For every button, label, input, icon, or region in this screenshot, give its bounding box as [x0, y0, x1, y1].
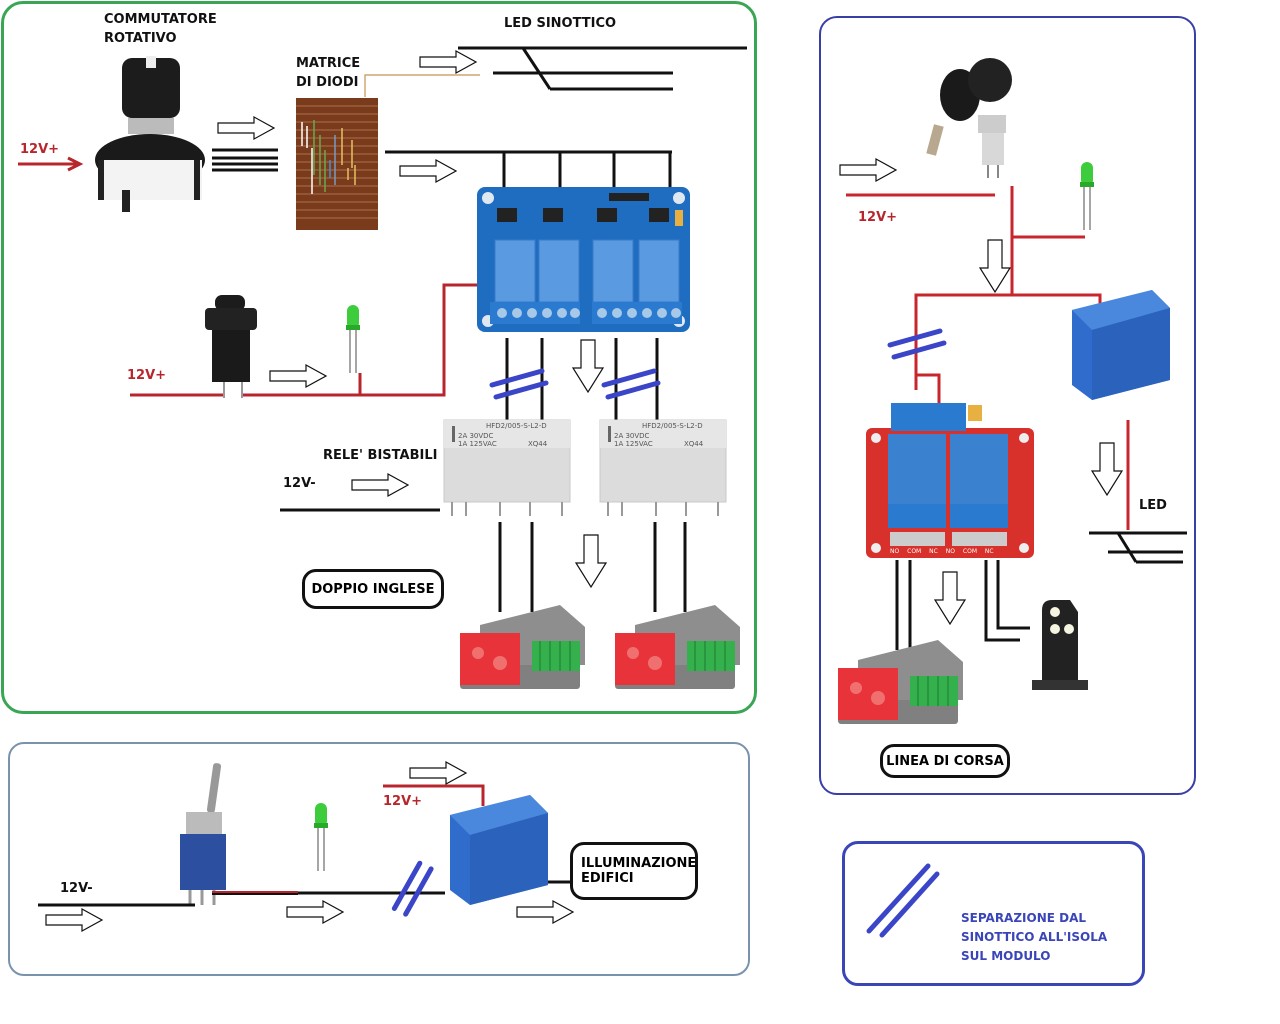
- signal-icon: [1032, 600, 1088, 690]
- diode-matrix-board: [296, 98, 378, 230]
- panel-doppio-inglese: [1, 1, 757, 714]
- led-green-icon: [313, 802, 329, 872]
- arrow-right-icon: [516, 900, 574, 924]
- separator-legend-icon: [866, 863, 940, 938]
- voltage-plus-label: 12V+: [383, 794, 423, 809]
- relay-module-2ch: [866, 403, 1034, 558]
- bistable-code: XQ44: [684, 440, 704, 448]
- panel-illuminazione: [8, 742, 750, 976]
- synoptic-track-icon: [458, 46, 747, 91]
- arrow-right-icon: [409, 761, 467, 785]
- bistable-rating-line2: 1A 125VAC: [614, 440, 653, 448]
- arrow-right-icon: [286, 900, 344, 924]
- arrow-right-icon: [351, 473, 409, 497]
- led-synoptic-label: LED SINOTTICO: [504, 16, 617, 31]
- arrow-down-icon: [934, 571, 966, 625]
- arrow-down-icon: [1091, 442, 1123, 496]
- bistable-code: XQ44: [528, 440, 548, 448]
- panel-legend: [842, 841, 1145, 986]
- arrow-right-icon: [419, 50, 477, 74]
- illuminazione-label-line2: EDIFICI: [581, 871, 634, 886]
- pushbutton-icon: [205, 295, 257, 398]
- bistable-rating-line2: 1A 125VAC: [458, 440, 497, 448]
- illuminazione-label: ILLUMINAZIONE EDIFICI: [570, 842, 698, 900]
- diode-matrix-label-line1: MATRICE: [296, 56, 361, 71]
- point-motor-1: [459, 604, 586, 690]
- relay-2ch-terminals: NO COM NC NO COM NC: [890, 548, 994, 555]
- arrow-right-icon: [269, 364, 327, 388]
- arrow-down-icon: [979, 239, 1011, 293]
- arrow-down-icon: [575, 534, 607, 588]
- bistable-rating-line1: 2A 30VDC: [458, 432, 494, 440]
- linea-di-corsa-label: LINEA DI CORSA: [880, 744, 1010, 778]
- illuminazione-label-line1: ILLUMINAZIONE: [581, 856, 697, 871]
- rotary-switch-label: COMMUTATORE ROTATIVO: [104, 10, 217, 48]
- bistable-marking: HFD2/005-S-L2-D: [642, 422, 703, 430]
- voltage-plus-label: 12V+: [858, 210, 898, 225]
- wire-12v-plus-srd: [383, 784, 485, 806]
- terminal-nc: NC: [984, 548, 994, 555]
- bus-wires: [212, 148, 278, 172]
- legend-text: SEPARAZIONE DAL SINOTTICO ALL'ISOLA SUL …: [961, 909, 1107, 966]
- separator-icon: [604, 371, 658, 397]
- legend-text-line2: SINOTTICO ALL'ISOLA: [961, 930, 1108, 944]
- voltage-minus-label: 12V-: [283, 476, 316, 491]
- voltage-plus-label: 12V+: [20, 142, 60, 157]
- relay-input-wires: [502, 152, 672, 190]
- separator-icon: [492, 371, 546, 397]
- diode-matrix-label-line2: DI DIODI: [296, 75, 359, 90]
- separator-icon: [384, 860, 441, 917]
- arrow-red-icon: [67, 156, 84, 172]
- point-motor-2: [614, 604, 741, 690]
- bistable-rating-line1: 2A 30VDC: [614, 432, 650, 440]
- panel-linea-di-corsa: [819, 16, 1196, 795]
- led-green-icon: [1079, 161, 1095, 231]
- relay-output-wires: [505, 338, 659, 420]
- toggle-switch-icon: [180, 763, 226, 905]
- arrow-right-icon: [839, 158, 897, 182]
- doppio-inglese-label: DOPPIO INGLESE: [302, 569, 444, 609]
- wire-button-to-relays: [243, 283, 477, 397]
- rotary-switch-icon: [95, 56, 205, 212]
- point-motor-3: [837, 639, 964, 725]
- key-switch-icon: [926, 58, 1012, 178]
- terminal-com: COM: [907, 548, 922, 555]
- terminal-no: NO: [890, 548, 900, 555]
- voltage-plus-label: 12V+: [127, 368, 167, 383]
- relay-2ch-output-wires: [895, 560, 1030, 650]
- terminal-com: COM: [962, 548, 977, 555]
- legend-text-line1: SEPARAZIONE DAL: [961, 911, 1087, 925]
- bistable-relays-label: RELE' BISTABILI: [323, 448, 438, 463]
- led-track-icon: [1089, 531, 1187, 564]
- led-label: LED: [1139, 498, 1167, 513]
- terminal-no: NO: [945, 548, 955, 555]
- srd-relay-icon: [1072, 290, 1170, 400]
- rotary-switch-label-line2: ROTATIVO: [104, 31, 177, 46]
- relay-module-4ch: [477, 187, 690, 332]
- wire-to-synoptic: [364, 74, 480, 97]
- bistable-marking: HFD2/005-S-L2-D: [486, 422, 547, 430]
- voltage-minus-label: 12V-: [60, 881, 93, 896]
- arrow-right-icon: [217, 116, 275, 140]
- arrow-right-icon: [399, 159, 457, 183]
- wire-to-relay-2ch: [916, 373, 941, 405]
- legend-text-line3: SUL MODULO: [961, 949, 1051, 963]
- rotary-switch-label-line1: COMMUTATORE: [104, 12, 217, 27]
- arrow-down-icon: [572, 339, 604, 393]
- arrow-right-icon: [45, 908, 103, 932]
- terminal-nc: NC: [929, 548, 938, 555]
- srd-relay-icon: [450, 795, 548, 905]
- bistable-output-wires: [498, 522, 687, 612]
- led-green-icon: [345, 304, 361, 374]
- diode-matrix-label: MATRICE DI DIODI: [296, 54, 360, 92]
